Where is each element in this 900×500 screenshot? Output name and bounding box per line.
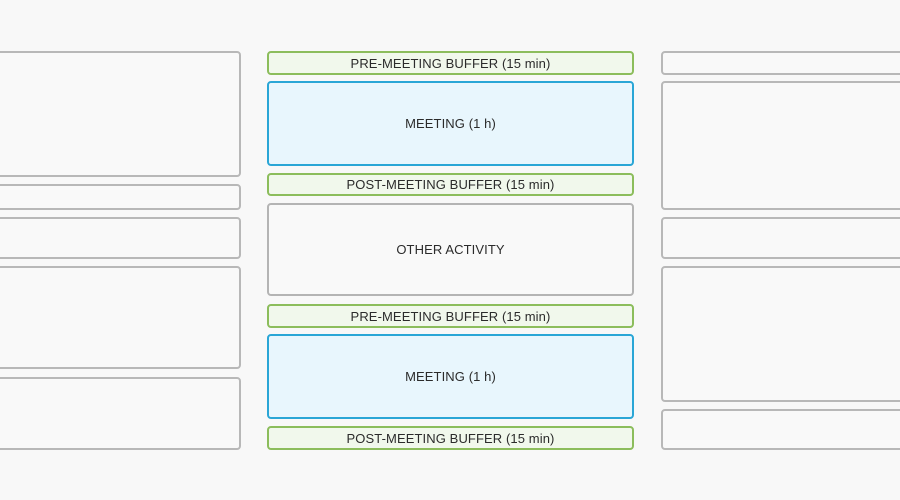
left-column-block-3	[0, 217, 241, 259]
pre-meeting-buffer-2: PRE-MEETING BUFFER (15 min)	[267, 304, 634, 328]
post-meeting-buffer-2: POST-MEETING BUFFER (15 min)	[267, 426, 634, 450]
left-column-block-2	[0, 184, 241, 210]
other-activity-block: OTHER ACTIVITY	[267, 203, 634, 296]
right-column-block-4	[661, 266, 900, 402]
right-column-block-3	[661, 217, 900, 259]
meeting-block-1: MEETING (1 h)	[267, 81, 634, 166]
left-column-block-1	[0, 51, 241, 177]
meeting-block-2: MEETING (1 h)	[267, 334, 634, 419]
left-column-block-4	[0, 266, 241, 369]
post-meeting-buffer-1: POST-MEETING BUFFER (15 min)	[267, 173, 634, 196]
right-column-block-2	[661, 81, 900, 210]
right-column-block-1	[661, 51, 900, 75]
left-column-block-5	[0, 377, 241, 450]
right-column-block-5	[661, 409, 900, 450]
pre-meeting-buffer-1: PRE-MEETING BUFFER (15 min)	[267, 51, 634, 75]
